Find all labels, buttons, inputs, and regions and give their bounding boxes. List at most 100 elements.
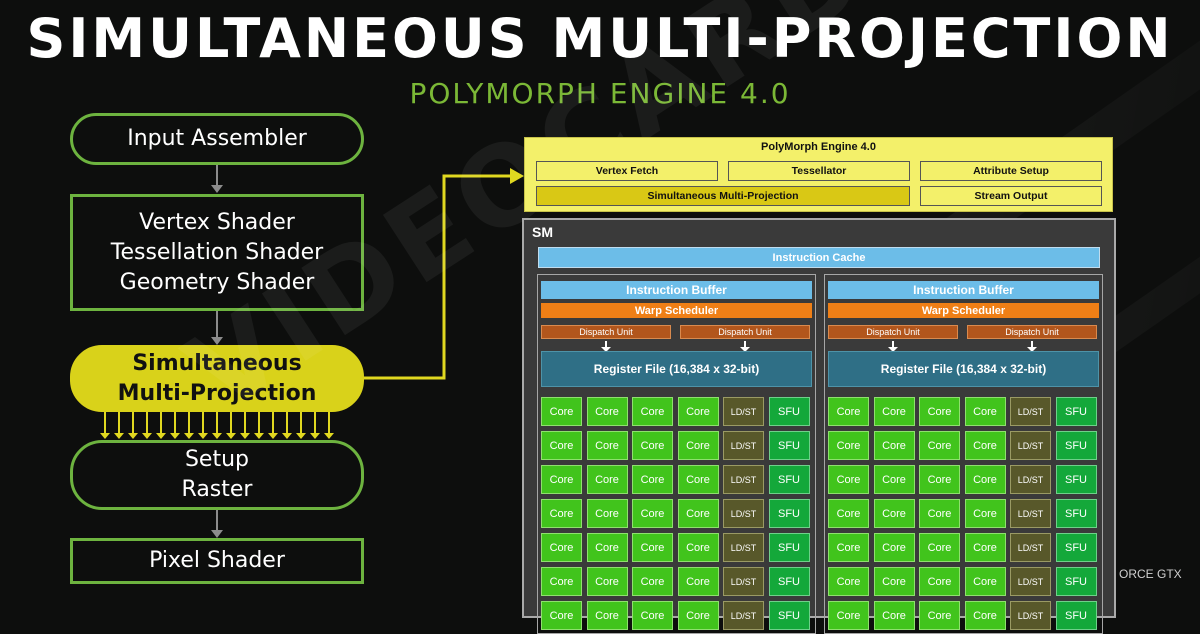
ldst-unit: LD/ST: [1010, 601, 1051, 630]
core-unit: Core: [828, 601, 869, 630]
core-unit: Core: [677, 431, 719, 460]
stage-input-assembler: Input Assembler: [70, 113, 364, 165]
stage-label: Simultaneous: [132, 350, 302, 376]
core-unit: Core: [964, 397, 1006, 426]
core-unit: Core: [541, 533, 582, 562]
core-unit: Core: [919, 567, 960, 596]
ldst-unit: LD/ST: [1010, 431, 1051, 460]
sm-label: SM: [532, 224, 553, 240]
stage-label: Geometry Shader: [119, 269, 315, 295]
polymorph-title: PolyMorph Engine 4.0: [761, 141, 876, 153]
core-unit: Core: [586, 601, 628, 630]
ldst-unit: LD/ST: [723, 567, 764, 596]
ldst-unit: LD/ST: [723, 431, 764, 460]
core-unit: Core: [873, 567, 915, 596]
core-unit: Core: [964, 601, 1006, 630]
core-unit: Core: [632, 465, 673, 494]
core-unit: Core: [964, 431, 1006, 460]
core-unit: Core: [541, 499, 582, 528]
dispatch-arrow: [601, 341, 611, 352]
dispatch-unit: Dispatch Unit: [967, 325, 1097, 339]
projection-arrow: [240, 412, 250, 439]
sfu-unit: SFU: [1055, 465, 1097, 494]
core-unit: Core: [873, 431, 915, 460]
sfu-unit: SFU: [1055, 567, 1097, 596]
instruction-cache: Instruction Cache: [538, 247, 1100, 268]
ldst-unit: LD/ST: [723, 499, 764, 528]
core-unit: Core: [541, 397, 582, 426]
core-unit: Core: [586, 533, 628, 562]
ldst-unit: LD/ST: [723, 533, 764, 562]
smp-block: Simultaneous Multi-Projection: [536, 186, 910, 206]
projection-arrow: [212, 412, 222, 439]
projection-arrow: [254, 412, 264, 439]
stage-label: Pixel Shader: [149, 548, 285, 573]
vertex-fetch-block: Vertex Fetch: [536, 161, 718, 181]
projection-arrow: [310, 412, 320, 439]
ldst-unit: LD/ST: [723, 601, 764, 630]
stage-label: Multi-Projection: [117, 380, 317, 406]
core-unit: Core: [873, 499, 915, 528]
dispatch-unit: Dispatch Unit: [541, 325, 671, 339]
core-unit: Core: [828, 431, 869, 460]
core-unit: Core: [919, 601, 960, 630]
warp-scheduler: Warp Scheduler: [541, 303, 812, 318]
stage-simultaneous-multi-projection: Simultaneous Multi-Projection: [70, 345, 364, 412]
stage-pixel-shader: Pixel Shader: [70, 538, 364, 584]
ldst-unit: LD/ST: [1010, 499, 1051, 528]
stream-output-block: Stream Output: [920, 186, 1102, 206]
core-unit: Core: [828, 465, 869, 494]
sfu-unit: SFU: [768, 601, 810, 630]
core-unit: Core: [919, 499, 960, 528]
sfu-unit: SFU: [768, 431, 810, 460]
sfu-unit: SFU: [768, 533, 810, 562]
sfu-unit: SFU: [768, 499, 810, 528]
core-unit: Core: [677, 533, 719, 562]
sfu-unit: SFU: [1055, 499, 1097, 528]
projection-arrow: [156, 412, 166, 439]
core-unit: Core: [919, 533, 960, 562]
core-unit: Core: [541, 465, 582, 494]
sfu-unit: SFU: [1055, 431, 1097, 460]
register-file: Register File (16,384 x 32-bit): [541, 351, 812, 387]
ldst-unit: LD/ST: [1010, 567, 1051, 596]
core-unit: Core: [919, 431, 960, 460]
page-title: SIMULTANEOUS MULTI-PROJECTION: [26, 7, 1174, 70]
core-unit: Core: [677, 601, 719, 630]
projection-arrow: [142, 412, 152, 439]
core-unit: Core: [632, 567, 673, 596]
stage-setup-raster: Setup Raster: [70, 440, 364, 510]
core-unit: Core: [828, 567, 869, 596]
core-unit: Core: [586, 567, 628, 596]
core-unit: Core: [632, 533, 673, 562]
sfu-unit: SFU: [1055, 397, 1097, 426]
projection-arrow: [268, 412, 278, 439]
projection-arrow: [100, 412, 110, 439]
sfu-unit: SFU: [768, 465, 810, 494]
register-file: Register File (16,384 x 32-bit): [828, 351, 1099, 387]
stage-label: Raster: [181, 477, 253, 502]
stage-label: Vertex Shader: [139, 209, 295, 235]
core-unit: Core: [828, 533, 869, 562]
core-unit: Core: [873, 397, 915, 426]
stage-label: Setup: [184, 447, 250, 472]
flow-arrow: [211, 311, 223, 345]
core-unit: Core: [964, 465, 1006, 494]
dispatch-unit: Dispatch Unit: [680, 325, 810, 339]
projection-arrow: [226, 412, 236, 439]
tessellator-block: Tessellator: [728, 161, 910, 181]
polymorph-engine-panel: PolyMorph Engine 4.0 Vertex Fetch Tessel…: [524, 137, 1113, 212]
core-unit: Core: [632, 431, 673, 460]
attribute-setup-block: Attribute Setup: [920, 161, 1102, 181]
smp-connector-arrow: [364, 168, 524, 380]
core-unit: Core: [632, 397, 673, 426]
sfu-unit: SFU: [768, 397, 810, 426]
flow-arrow: [211, 165, 223, 193]
core-unit: Core: [677, 397, 719, 426]
core-unit: Core: [541, 431, 582, 460]
brand-tag: ORCE GTX: [1119, 567, 1182, 581]
core-unit: Core: [919, 465, 960, 494]
projection-arrow: [324, 412, 334, 439]
